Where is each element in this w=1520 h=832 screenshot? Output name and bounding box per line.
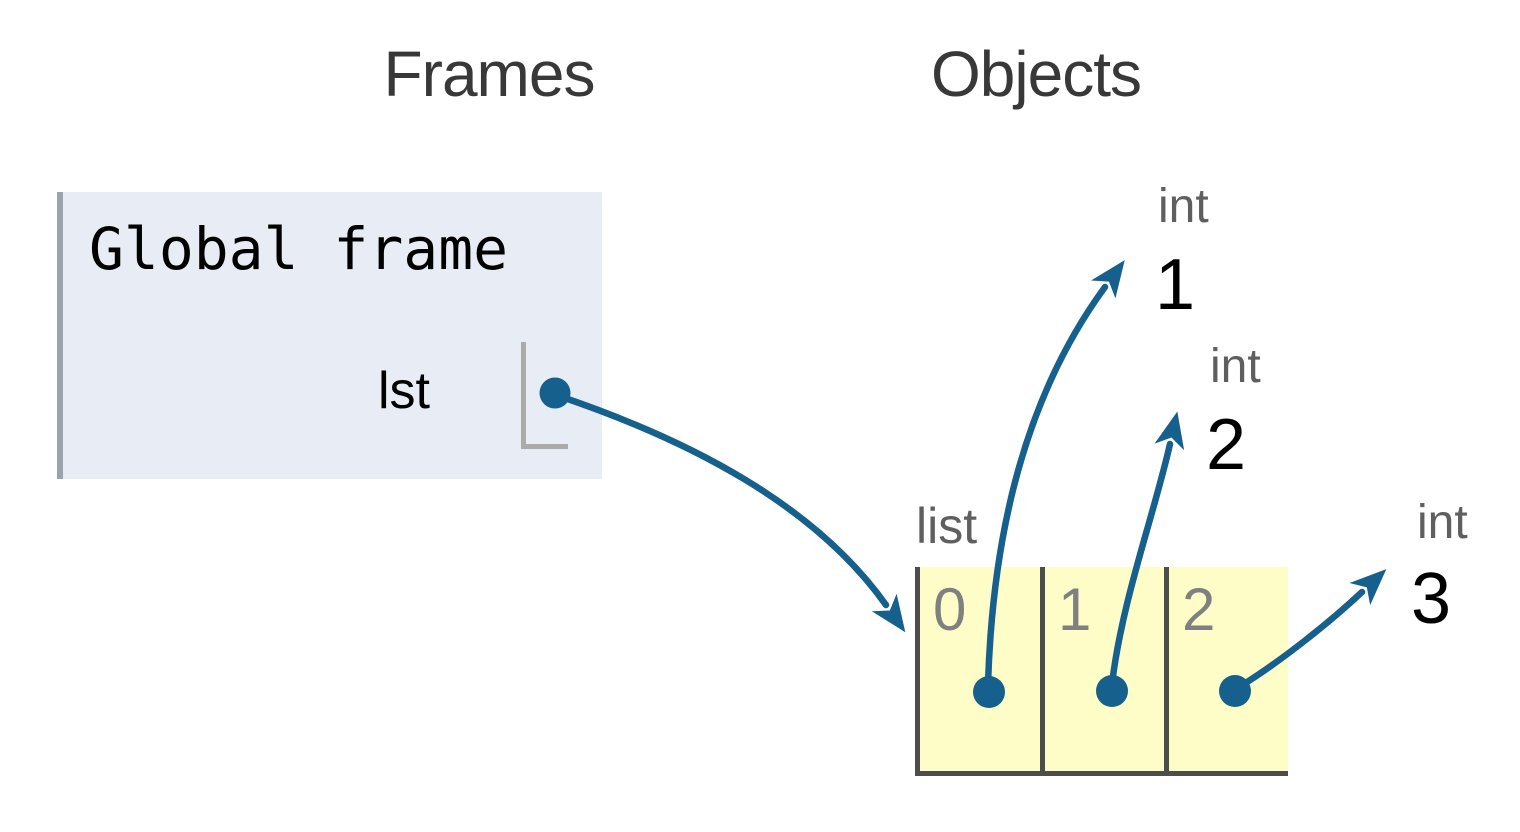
global-frame-box: Global frame lst xyxy=(57,192,602,479)
int-type-label-1: int xyxy=(1158,180,1209,233)
frames-column-header: Frames xyxy=(383,38,596,110)
pointer-arrow-lst-to-list xyxy=(552,391,906,633)
int-value-2: 2 xyxy=(1206,405,1247,485)
list-type-label: list xyxy=(916,498,978,554)
list-index-label-2: 2 xyxy=(1182,576,1216,643)
int-type-label-2: int xyxy=(1210,340,1261,393)
list-object: 0 1 2 xyxy=(915,567,1288,776)
list-index-label-0: 0 xyxy=(933,576,967,643)
list-cell-2: 2 xyxy=(1164,567,1288,771)
int-type-label-3: int xyxy=(1417,496,1468,549)
list-cell-0: 0 xyxy=(915,567,1040,771)
list-index-label-1: 1 xyxy=(1058,576,1092,643)
variable-name-lst: lst xyxy=(378,362,430,420)
value-cell-border-vertical xyxy=(521,342,526,449)
int-value-1: 1 xyxy=(1155,245,1196,325)
int-value-3: 3 xyxy=(1411,559,1452,639)
value-cell-border-horizontal xyxy=(521,444,568,449)
list-cell-1: 1 xyxy=(1040,567,1164,771)
global-frame-title: Global frame xyxy=(89,215,509,283)
objects-column-header: Objects xyxy=(931,38,1142,110)
